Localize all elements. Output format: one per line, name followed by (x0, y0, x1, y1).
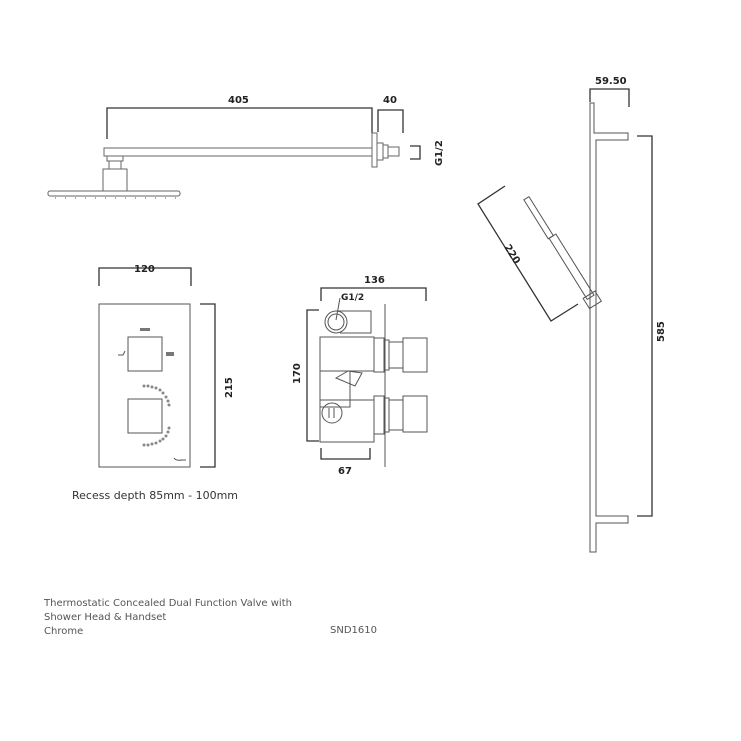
dim-valve-thread: G1/2 (341, 293, 364, 303)
dim-handset-length: 220 (501, 243, 521, 267)
valve-body-side-drawing: 136 G1/2 170 67 (292, 275, 428, 477)
dim-plate-width: 120 (134, 264, 155, 275)
dim-thread: G1/2 (434, 140, 445, 166)
dim-arm-depth: 40 (383, 95, 397, 106)
product-finish: Chrome (44, 626, 84, 637)
valve-plate-front-drawing: 120 215 (98, 264, 235, 468)
dim-rail-offset: 59.50 (595, 76, 627, 87)
dim-arm-length: 405 (228, 95, 249, 106)
dim-rail-height: 585 (656, 321, 667, 342)
product-title-line2: Shower Head & Handset (44, 612, 167, 623)
product-title-line1: Thermostatic Concealed Dual Function Val… (44, 598, 292, 609)
product-description: Thermostatic Concealed Dual Function Val… (44, 597, 292, 639)
product-code: SND1610 (330, 625, 377, 636)
shower-head-arm-drawing: 405 40 G1/2 (47, 95, 445, 199)
slide-rail-handset-drawing: 59.50 585 220 (477, 76, 667, 553)
recess-depth-note: Recess depth 85mm - 100mm (72, 489, 239, 502)
dim-valve-depth: 67 (338, 466, 352, 477)
dim-valve-width: 136 (364, 275, 385, 286)
dim-valve-height: 170 (292, 363, 303, 384)
dim-plate-height: 215 (224, 377, 235, 398)
